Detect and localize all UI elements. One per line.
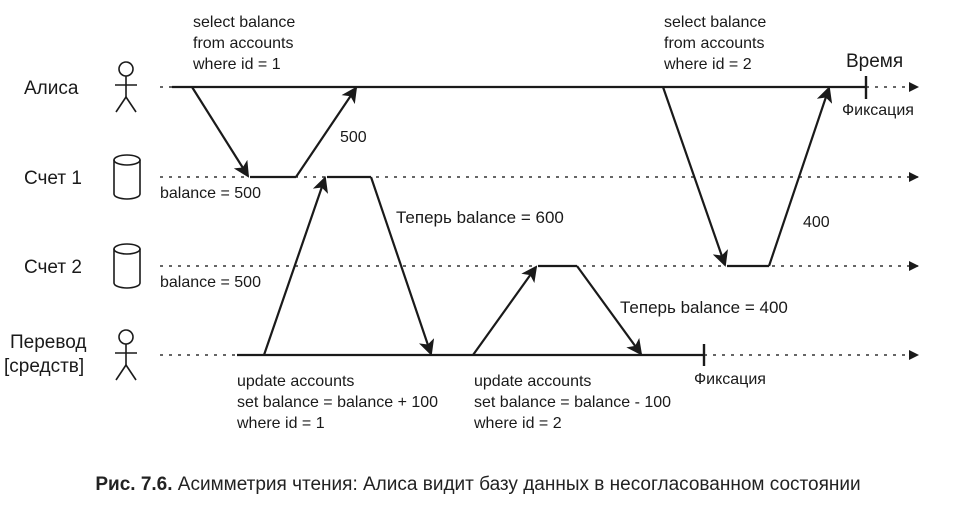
person-icon-alice: [115, 61, 137, 113]
transfer-update-1-line-2: set balance = balance + 100: [237, 394, 438, 411]
transfer-update-2-line-2: set balance = balance - 100: [474, 394, 671, 411]
arrow-account1-response-to-alice: [295, 86, 358, 178]
figure-caption: Рис. 7.6. Асимметрия чтения: Алиса видит…: [0, 474, 956, 496]
actor-label-transfer-1: Перевод: [10, 332, 86, 353]
arrow-account1-ack-to-transfer: [369, 176, 435, 356]
actor-label-alice: Алиса: [24, 78, 79, 99]
person-icon-transfer: [115, 329, 137, 381]
alice-query-1-line-3: where id = 1: [192, 56, 281, 73]
alice-query-1-line-1: select balance: [193, 14, 295, 31]
transfer-update-1-line-1: update accounts: [237, 373, 354, 390]
response-value-2: 400: [803, 214, 830, 231]
database-icon-account2: [113, 243, 141, 289]
alice-query-2-line-1: select balance: [664, 14, 766, 31]
alice-query-2-line-3: where id = 2: [663, 56, 752, 73]
time-label: Время: [846, 51, 903, 72]
message-arrows: [191, 86, 833, 356]
alice-query-2-line-2: from accounts: [664, 35, 764, 52]
note-now-600: Теперь balance = 600: [396, 208, 564, 227]
database-icon-account1: [113, 154, 141, 200]
actor-label-account1: Счет 1: [24, 168, 82, 189]
arrow-alice-query2-to-account2: [661, 86, 728, 267]
arrow-transfer-u2-to-account2: [472, 265, 538, 356]
arrow-alice-query1-to-account1: [191, 86, 250, 178]
figure-caption-number: Рис. 7.6.: [95, 474, 173, 495]
account2-initial-balance: balance = 500: [160, 274, 261, 291]
figure-caption-text: Асимметрия чтения: Алиса видит базу данн…: [172, 474, 861, 495]
actor-label-account2: Счет 2: [24, 257, 82, 278]
commit-label-alice: Фиксация: [842, 102, 914, 119]
transfer-update-2-line-3: where id = 2: [473, 415, 562, 432]
arrow-account2-ack-to-transfer: [576, 265, 643, 356]
transfer-update-2-line-1: update accounts: [474, 373, 591, 390]
read-skew-diagram: Алиса Счет 1 Счет 2 Перевод [средств] Вр…: [4, 14, 919, 432]
arrow-account2-response-to-alice: [767, 86, 833, 267]
transfer-update-1-line-3: where id = 1: [236, 415, 325, 432]
note-now-400: Теперь balance = 400: [620, 298, 788, 317]
account1-initial-balance: balance = 500: [160, 185, 261, 202]
alice-query-1-line-2: from accounts: [193, 35, 293, 52]
arrow-transfer-u1-to-account1: [262, 176, 329, 356]
actor-label-transfer-2: [средств]: [4, 356, 84, 377]
commit-label-transfer: Фиксация: [694, 371, 766, 388]
response-value-1: 500: [340, 129, 367, 146]
